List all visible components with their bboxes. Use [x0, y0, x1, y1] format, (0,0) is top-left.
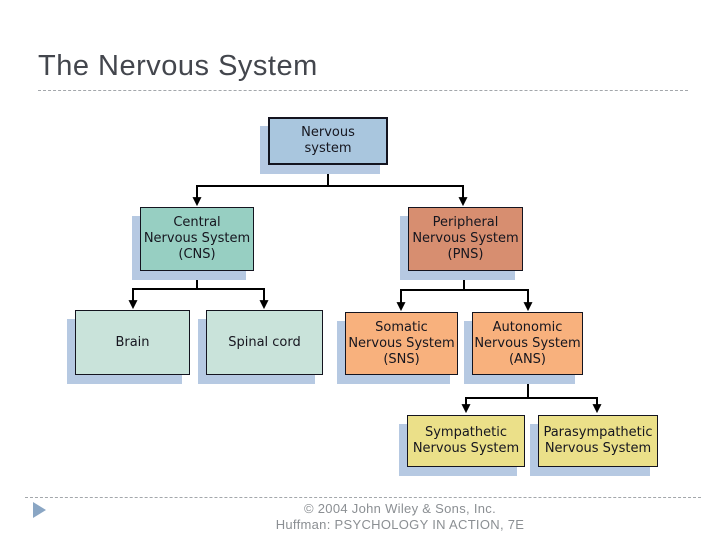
footer-divider [25, 497, 701, 498]
node-sympathetic-label: Sympathetic Nervous System [412, 425, 520, 456]
connector-cns-to-children [128, 272, 269, 310]
node-parasympathetic-label: Parasympathetic Nervous System [543, 425, 653, 456]
connector-root-to-cns-pns [192, 166, 468, 207]
connector-ans-to-children [461, 376, 602, 414]
connector-pns-to-children [396, 272, 533, 312]
node-spinal-cord-label: Spinal cord [228, 334, 301, 350]
node-sns: Somatic Nervous System (SNS) [345, 312, 458, 375]
footer-copyright: © 2004 John Wiley & Sons, Inc. [303, 501, 496, 516]
node-sns-label: Somatic Nervous System (SNS) [348, 319, 455, 367]
node-pns: Peripheral Nervous System (PNS) [408, 207, 523, 271]
footer: © 2004 John Wiley & Sons, Inc. Huffman: … [0, 501, 720, 533]
node-cns: Central Nervous System (CNS) [140, 207, 254, 271]
title-divider [38, 90, 688, 91]
node-nervous-system-label: Nervous system [301, 125, 355, 156]
node-ans-label: Autonomic Nervous System (ANS) [474, 319, 581, 367]
node-parasympathetic: Parasympathetic Nervous System [538, 415, 658, 467]
node-sympathetic: Sympathetic Nervous System [407, 415, 525, 467]
node-nervous-system: Nervous system [268, 117, 388, 165]
slide-advance-triangle-icon [33, 502, 46, 518]
node-brain-label: Brain [115, 334, 150, 350]
page-title: The Nervous System [38, 50, 318, 82]
footer-attribution: Huffman: PSYCHOLOGY IN ACTION, 7E [275, 517, 525, 532]
node-spinal-cord: Spinal cord [206, 310, 323, 375]
node-brain: Brain [75, 310, 190, 375]
node-pns-label: Peripheral Nervous System (PNS) [412, 215, 519, 262]
node-ans: Autonomic Nervous System (ANS) [472, 312, 583, 375]
node-cns-label: Central Nervous System (CNS) [143, 215, 251, 262]
